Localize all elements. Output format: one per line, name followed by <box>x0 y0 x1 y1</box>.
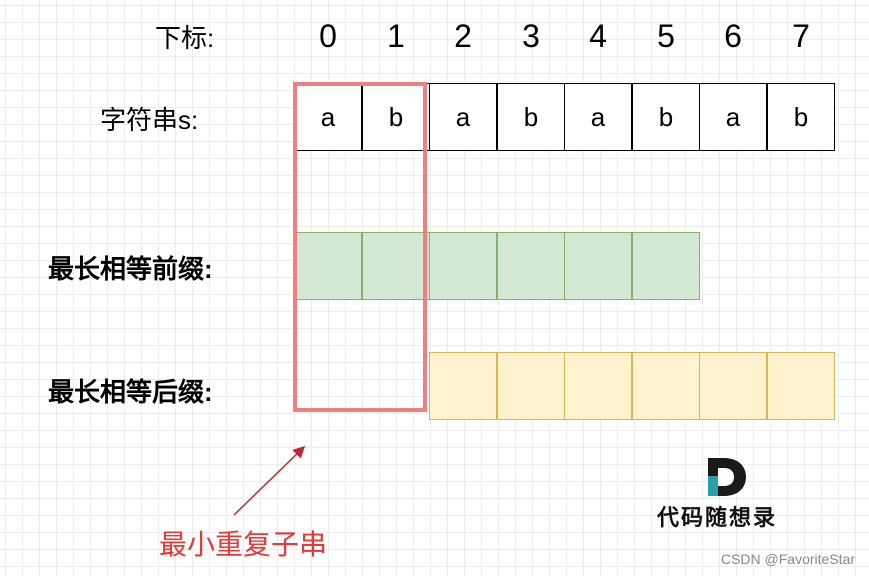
string-row-label: 字符串s: <box>100 105 199 135</box>
string-cell: b <box>767 83 835 151</box>
index-digit: 7 <box>792 18 810 54</box>
string-cell: a <box>294 83 362 151</box>
index-digit: 4 <box>589 18 607 54</box>
prefix-cell <box>564 232 632 300</box>
index-digit: 0 <box>319 18 337 54</box>
suffix-cell <box>767 352 835 420</box>
watermark: CSDN @FavoriteStar <box>720 551 855 567</box>
string-cell: a <box>429 83 497 151</box>
index-digit: 5 <box>657 18 675 54</box>
string-cell: a <box>699 83 767 151</box>
suffix-cell <box>497 352 565 420</box>
index-digit: 1 <box>387 18 405 54</box>
prefix-cell <box>632 232 700 300</box>
logo-text: 代码随想录 <box>657 505 778 531</box>
index-row-label: 下标: <box>155 23 215 53</box>
logo-d-icon <box>708 458 746 496</box>
prefix-cell <box>429 232 497 300</box>
suffix-cell <box>564 352 632 420</box>
prefix-cell <box>362 232 430 300</box>
prefix-cell <box>294 232 362 300</box>
suffix-cell <box>429 352 497 420</box>
prefix-row-label: 最长相等前缀: <box>48 254 213 284</box>
suffix-row-label: 最长相等后缀: <box>48 377 213 407</box>
string-cell: b <box>632 83 700 151</box>
suffix-cell <box>699 352 767 420</box>
string-cell: a <box>564 83 632 151</box>
index-digit: 6 <box>724 18 742 54</box>
string-cell: b <box>362 83 430 151</box>
index-digit: 3 <box>522 18 540 54</box>
minimal-repeat-highlight <box>293 82 427 412</box>
arrow-line <box>233 445 306 516</box>
index-digit: 2 <box>454 18 472 54</box>
minimal-repeat-caption: 最小重复子串 <box>159 529 328 560</box>
suffix-cell <box>632 352 700 420</box>
